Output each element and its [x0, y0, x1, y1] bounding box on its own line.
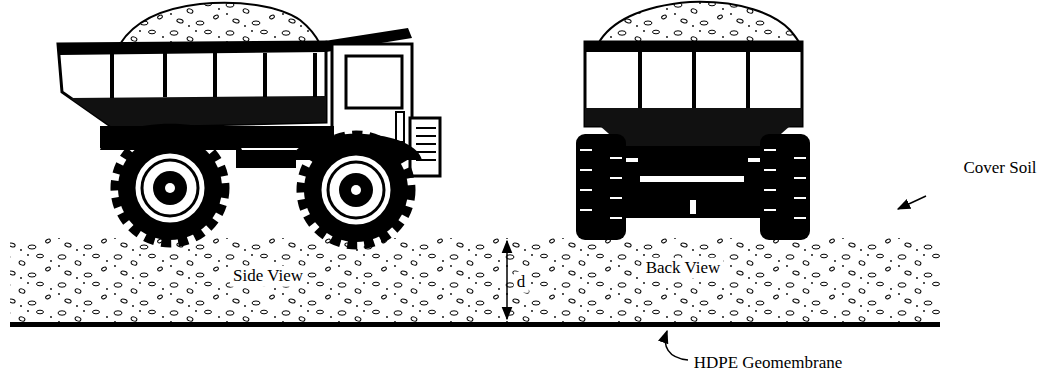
view-label: Side View [230, 266, 306, 287]
cover-soil [10, 238, 940, 323]
material-label: HDPE Geomembrane [691, 353, 846, 374]
dump-truck-back [576, 2, 810, 240]
view-label: Back View [643, 258, 724, 279]
dimension-line [506, 241, 508, 319]
dimension-label: d [514, 272, 529, 293]
material-label: Cover Soil [960, 158, 1039, 179]
hdpe-geomembrane [10, 322, 940, 327]
dump-truck-side [58, 3, 440, 245]
leader-line [665, 331, 688, 360]
leader-line [898, 196, 926, 209]
